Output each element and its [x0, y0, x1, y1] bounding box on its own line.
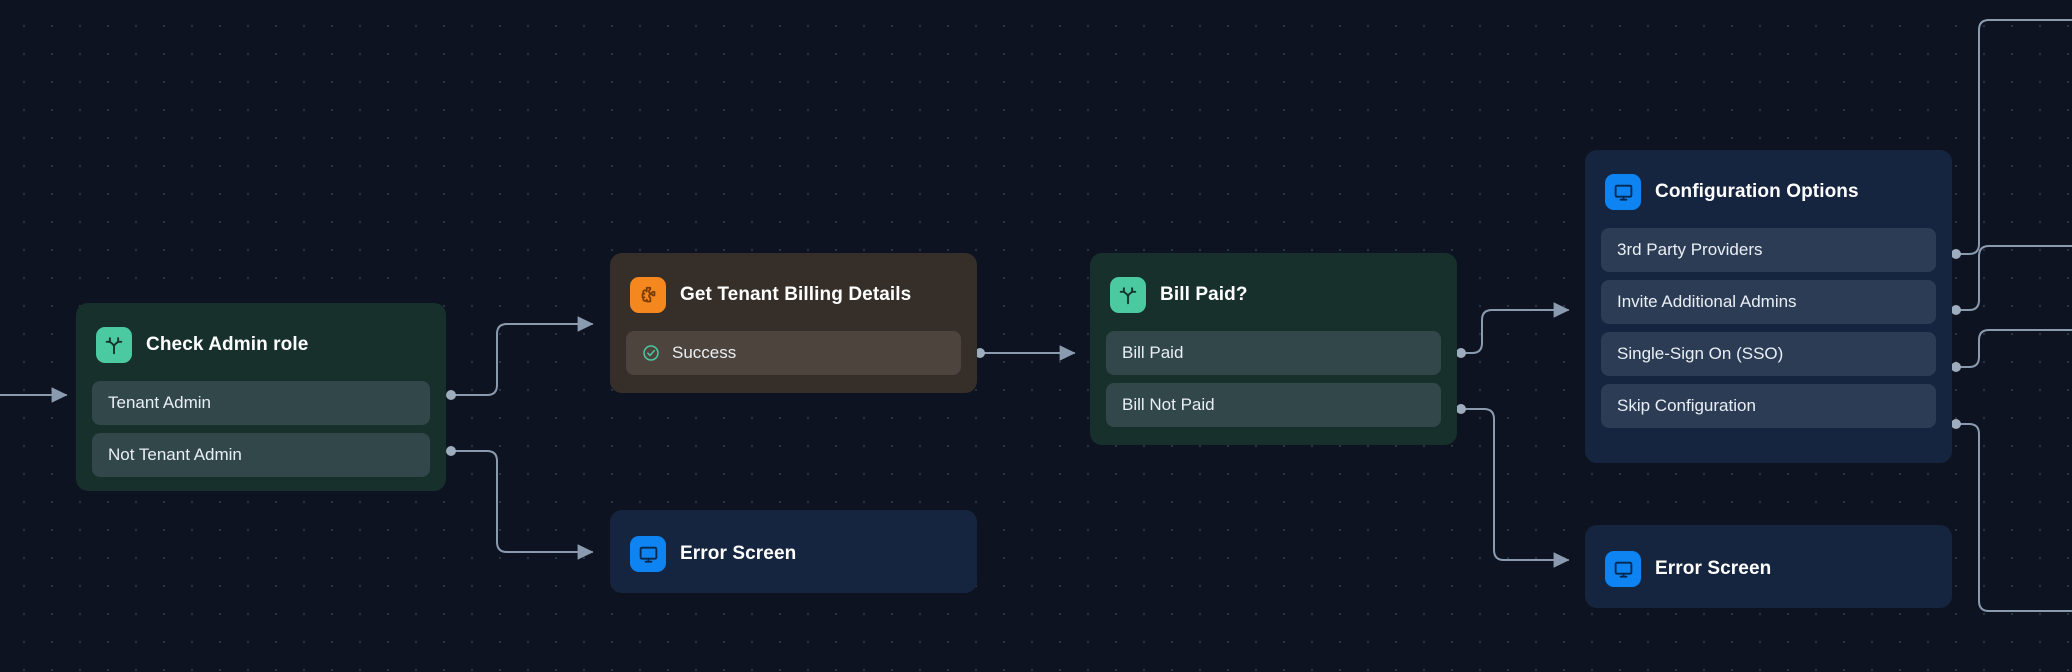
row-tenant-admin[interactable]: Tenant Admin	[92, 381, 430, 425]
check-circle-icon	[643, 345, 659, 361]
branch-split-icon	[96, 327, 132, 363]
node-rows: Tenant Admin Not Tenant Admin	[92, 381, 430, 477]
row-label: Bill Paid	[1122, 343, 1184, 362]
edge-port-invite-admins	[1951, 305, 1961, 315]
node-get-tenant-billing-details[interactable]: Get Tenant Billing Details Success	[610, 253, 977, 393]
node-title: Error Screen	[1655, 558, 1772, 579]
edge-not-tenant-admin-to-error	[449, 450, 594, 560]
node-check-admin-role[interactable]: Check Admin role Tenant Admin Not Tenant…	[76, 303, 446, 491]
edge-port-bill-not-paid	[1456, 404, 1466, 414]
edge-port-sso	[1951, 362, 1961, 372]
row-bill-paid[interactable]: Bill Paid	[1106, 331, 1441, 375]
monitor-icon	[630, 536, 666, 572]
node-error-screen-left[interactable]: Error Screen	[610, 510, 977, 593]
node-header: Check Admin role	[92, 319, 430, 369]
edge-port-skip-configuration	[1951, 419, 1961, 429]
row-bill-not-paid[interactable]: Bill Not Paid	[1106, 383, 1441, 427]
row-label: Not Tenant Admin	[108, 445, 242, 464]
edge-port-bill-paid	[1456, 348, 1466, 358]
edge-skip-configuration-out	[1955, 423, 2072, 612]
node-header: Get Tenant Billing Details	[626, 269, 961, 319]
monitor-icon	[1605, 174, 1641, 210]
monitor-icon	[1605, 551, 1641, 587]
node-error-screen-right[interactable]: Error Screen	[1585, 525, 1952, 608]
row-label: Invite Additional Admins	[1617, 292, 1797, 311]
edge-invite-admins-out	[1955, 245, 2072, 311]
node-header: Bill Paid?	[1106, 269, 1441, 319]
puzzle-piece-icon	[630, 277, 666, 313]
node-title: Get Tenant Billing Details	[680, 284, 912, 305]
row-label: Single-Sign On (SSO)	[1617, 344, 1784, 363]
edge-3rd-party-providers-out	[1955, 19, 2072, 255]
row-label: Skip Configuration	[1617, 396, 1756, 415]
edge-sso-out	[1955, 329, 2072, 368]
edge-bill-paid-to-config	[1460, 302, 1570, 354]
row-label: Success	[672, 343, 737, 362]
edge-tenant-admin-to-billing	[449, 316, 594, 396]
node-header: Error Screen	[626, 526, 961, 578]
row-label: Tenant Admin	[108, 393, 212, 412]
node-configuration-options[interactable]: Configuration Options 3rd Party Provider…	[1585, 150, 1952, 463]
node-rows: Success	[626, 331, 961, 375]
node-title: Bill Paid?	[1160, 284, 1248, 305]
edge-port-tenant-admin	[446, 390, 456, 400]
row-skip-configuration[interactable]: Skip Configuration	[1601, 384, 1936, 428]
node-title: Error Screen	[680, 543, 797, 564]
row-label: 3rd Party Providers	[1617, 240, 1763, 259]
node-rows: 3rd Party Providers Invite Additional Ad…	[1601, 228, 1936, 428]
row-single-sign-on[interactable]: Single-Sign On (SSO)	[1601, 332, 1936, 376]
branch-split-icon	[1110, 277, 1146, 313]
row-3rd-party-providers[interactable]: 3rd Party Providers	[1601, 228, 1936, 272]
edge-port-not-tenant-admin	[446, 446, 456, 456]
node-bill-paid[interactable]: Bill Paid? Bill Paid Bill Not Paid	[1090, 253, 1457, 445]
node-title: Check Admin role	[146, 334, 309, 355]
row-label: Bill Not Paid	[1122, 395, 1215, 414]
node-header: Configuration Options	[1601, 166, 1936, 216]
node-rows: Bill Paid Bill Not Paid	[1106, 331, 1441, 427]
row-success[interactable]: Success	[626, 331, 961, 375]
row-not-tenant-admin[interactable]: Not Tenant Admin	[92, 433, 430, 477]
edge-port-3rd-party-providers	[1951, 249, 1961, 259]
node-title: Configuration Options	[1655, 181, 1859, 202]
row-invite-additional-admins[interactable]: Invite Additional Admins	[1601, 280, 1936, 324]
node-header: Error Screen	[1601, 541, 1936, 593]
edge-bill-not-paid-to-error	[1460, 408, 1570, 568]
